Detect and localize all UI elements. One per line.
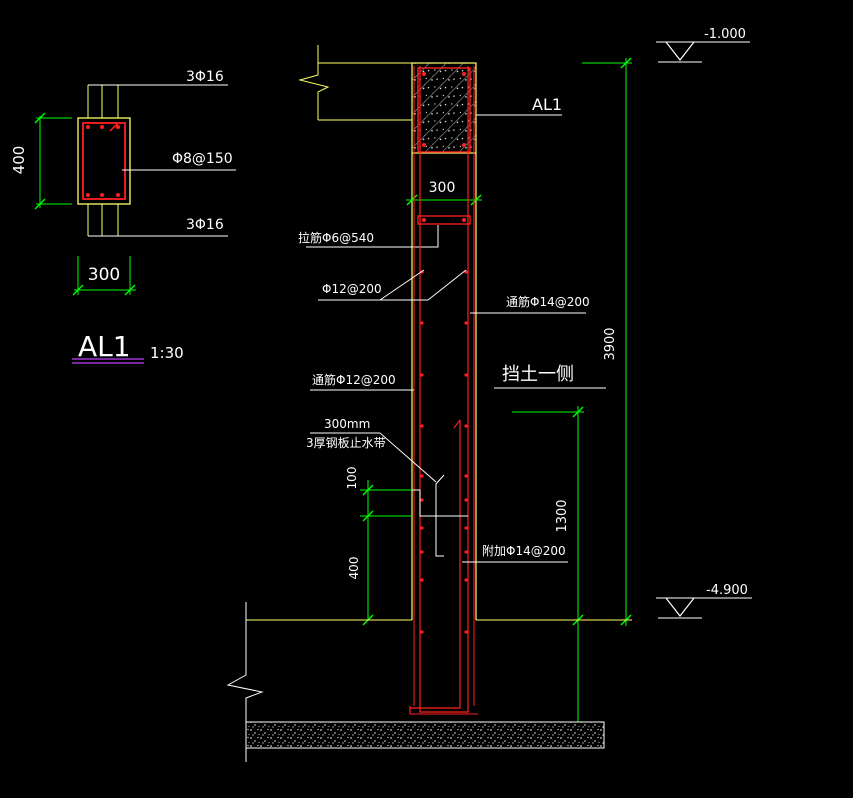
additional-rebar [410, 420, 461, 709]
wall-thickness-dim: 300 [429, 180, 456, 196]
dim-tick [572, 406, 584, 418]
waterstop-plate [435, 474, 445, 557]
waterstop-length-label: 300mm [324, 417, 370, 431]
beam-al1-hatch [411, 62, 477, 154]
wall-elevation: AL1 300 拉筋Φ6@540 [226, 27, 752, 762]
wall-vertical-rebar [419, 66, 469, 713]
section-stirrup-label: Φ8@150 [172, 151, 233, 167]
section-rebar-dot [100, 125, 104, 129]
rebar-hook [453, 419, 461, 429]
waterstop-plate [412, 489, 468, 517]
leader-line [379, 432, 437, 483]
horizontal-rebar-dots [420, 270, 468, 634]
section-title: AL1 [78, 330, 131, 363]
tie-bar-leader [306, 225, 439, 248]
horizontal-bar-label: Φ12@200 [322, 282, 382, 296]
vertical-bar-right-label: 通筋Φ14@200 [506, 294, 590, 309]
extra-bar-label: 附加Φ14@200 [482, 544, 566, 558]
level-bottom-symbol [665, 597, 695, 617]
waterstop-desc-label: 3厚钢板止水带 [306, 436, 386, 450]
soil-side-label: 挡土一侧 [502, 364, 574, 385]
section-height-dim: 400 [10, 146, 28, 175]
beam-section-detail: 3Φ16 Φ8@150 3Φ16 400 300 AL1 1:30 [10, 69, 236, 364]
wall-rebar-dot [422, 218, 426, 222]
wall-rebar-dot [462, 218, 466, 222]
level-top: -1.000 [704, 27, 746, 42]
beam-rebar-dot [422, 143, 426, 147]
section-outline [77, 117, 131, 205]
dim-400: 400 [347, 557, 361, 580]
dim-tick [72, 284, 84, 296]
stirrup-hook [109, 122, 119, 132]
dim-tick [362, 510, 374, 522]
tie-bar-label: 拉筋Φ6@540 [298, 230, 374, 245]
dim-1300: 1300 [555, 499, 570, 532]
level-top-symbol [665, 41, 695, 61]
section-top-bars-label: 3Φ16 [186, 69, 224, 85]
section-rebar-dot [100, 193, 104, 197]
tie-bar [417, 215, 471, 225]
section-width-dim: 300 [88, 265, 120, 285]
dim-tick [406, 194, 418, 206]
section-rebar-dot [116, 125, 120, 129]
dim-tick [470, 194, 482, 206]
section-stirrup [82, 122, 126, 200]
section-scale: 1:30 [150, 344, 184, 362]
section-rebar-dot [116, 193, 120, 197]
dim-tick [124, 284, 136, 296]
beam-rebar-dot [422, 72, 426, 76]
section-rebar-dot [86, 125, 90, 129]
beam-tag: AL1 [532, 95, 562, 114]
foundation-cushion [245, 721, 605, 749]
break-line [226, 602, 264, 762]
leader-line [379, 269, 425, 301]
leader-line [427, 269, 467, 301]
beam-rebar-dot [462, 143, 466, 147]
section-rebar-dot [86, 193, 90, 197]
dim-tick [620, 57, 632, 69]
slab-break-line [298, 45, 330, 120]
section-bottom-bars-label: 3Φ16 [186, 217, 224, 233]
beam-rebar-dot [462, 72, 466, 76]
beam-stirrup [417, 67, 471, 153]
dim-tick [34, 112, 46, 124]
dim-tick [362, 484, 374, 496]
vertical-bar-left-label: 通筋Φ12@200 [312, 372, 396, 387]
dim-100: 100 [345, 467, 359, 490]
dim-3900: 3900 [603, 327, 618, 360]
level-bottom: -4.900 [706, 583, 748, 598]
dim-tick [34, 198, 46, 210]
